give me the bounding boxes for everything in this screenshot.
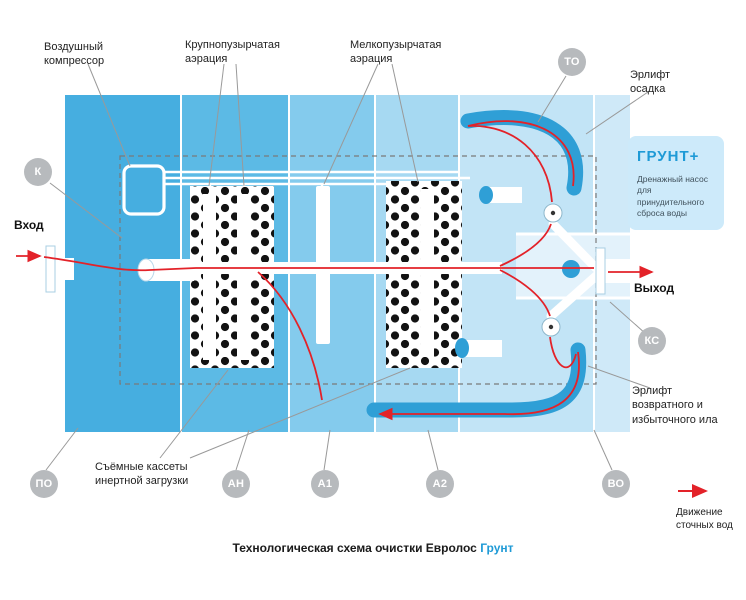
drain-pump-dot — [562, 260, 580, 278]
inlet-label: Вход — [14, 218, 44, 232]
marker-po: ПО — [30, 470, 58, 498]
return-arrow — [378, 351, 580, 421]
outlet-label: Выход — [634, 281, 675, 295]
marker-ks: КС — [638, 327, 666, 355]
pump-cylinders — [455, 186, 522, 358]
compressor — [122, 164, 166, 216]
marker-k: К — [24, 158, 52, 186]
cassette-left — [190, 186, 274, 368]
marker-a1: А1 — [311, 470, 339, 498]
sludge-airlift-label: Эрлифт осадка — [630, 69, 671, 96]
marker-a2: А2 — [426, 470, 454, 498]
outlet-y-pipes — [546, 219, 601, 321]
marker-vo: ВО — [602, 470, 630, 498]
fine-aeration-label: Мелкопузырчатая аэрация — [350, 39, 442, 66]
marker-to: ТО — [558, 48, 586, 76]
leader-lines — [45, 63, 651, 471]
outlet-fitting — [595, 247, 634, 295]
inlet-fitting — [38, 245, 74, 293]
badge-description: Дренажный насос для принудительного сбро… — [637, 174, 708, 219]
sludge-airlift-pipe — [460, 110, 584, 196]
compressor-label: Воздушный компрессор — [44, 41, 105, 68]
grunt-plus-badge: ГРУНТ+ Дренажный насос для принудительно… — [628, 136, 724, 230]
badge-title: ГРУНТ+ — [637, 148, 700, 165]
cassette-blocks — [190, 181, 462, 368]
coarse-aeration-label: Крупнопузырчатая аэрация — [185, 39, 280, 66]
flow-legend-label: Движение сточных вод — [676, 507, 733, 531]
diagram-title-main: Технологическая схема очистки Евролос — [232, 541, 477, 555]
marker-an: АН — [222, 470, 250, 498]
cassettes-label: Съёмные кассеты инертной загрузки — [95, 461, 189, 488]
diagram-title: Технологическая схема очистки Евролос Гр… — [0, 541, 746, 555]
flow-path — [16, 120, 654, 421]
diagram-title-highlight: Грунт — [480, 541, 514, 555]
return-airlift-label: Эрлифт возвратного и избыточного ила — [632, 385, 718, 426]
